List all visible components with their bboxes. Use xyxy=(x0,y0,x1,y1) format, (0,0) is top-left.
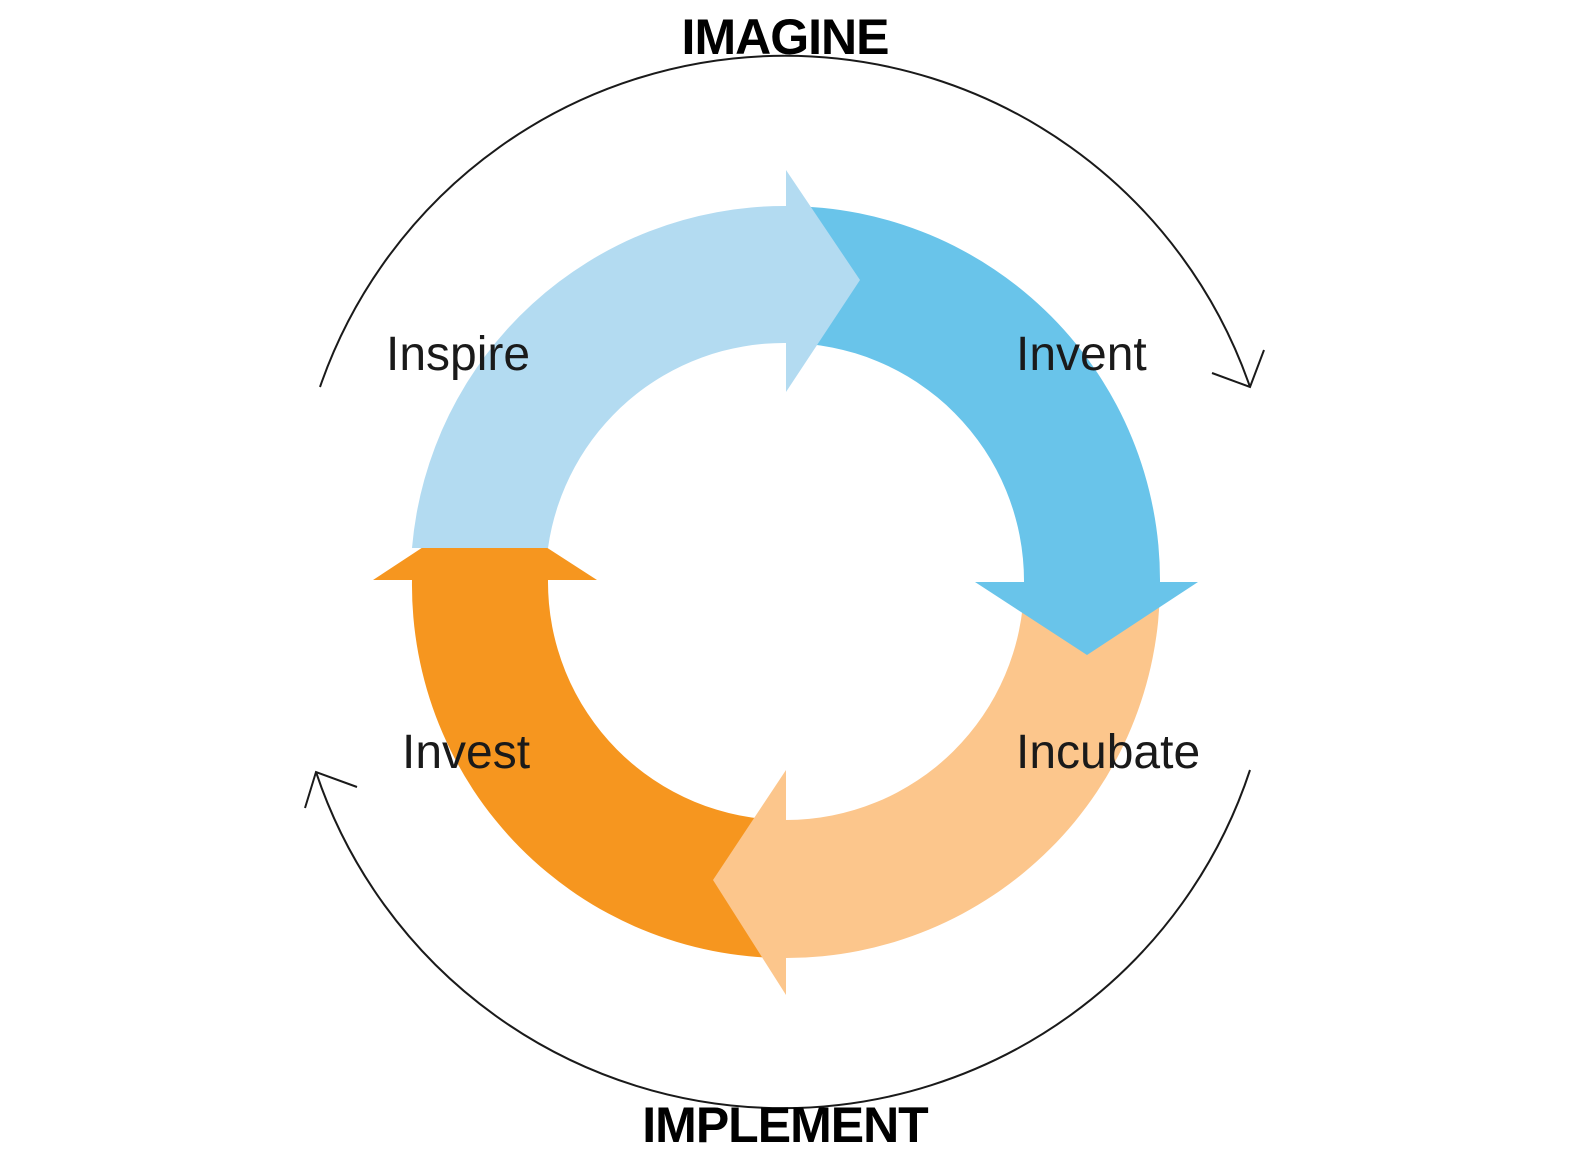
implement-label: IMPLEMENT xyxy=(642,1097,928,1153)
implement-arc xyxy=(315,769,1251,1110)
inspire-segment xyxy=(412,170,860,548)
invest-segment xyxy=(373,507,786,959)
implement-arrowhead xyxy=(304,770,358,809)
incubate-label: Incubate xyxy=(1016,726,1200,779)
incubate-segment xyxy=(713,585,1160,995)
imagine-arc xyxy=(319,54,1251,388)
invent-segment xyxy=(786,206,1198,655)
invest-label: Invest xyxy=(402,726,530,779)
invent-label: Invent xyxy=(1016,328,1147,381)
inspire-label: Inspire xyxy=(386,328,530,381)
imagine-arrowhead xyxy=(1211,349,1265,389)
imagine-label: IMAGINE xyxy=(682,9,889,65)
